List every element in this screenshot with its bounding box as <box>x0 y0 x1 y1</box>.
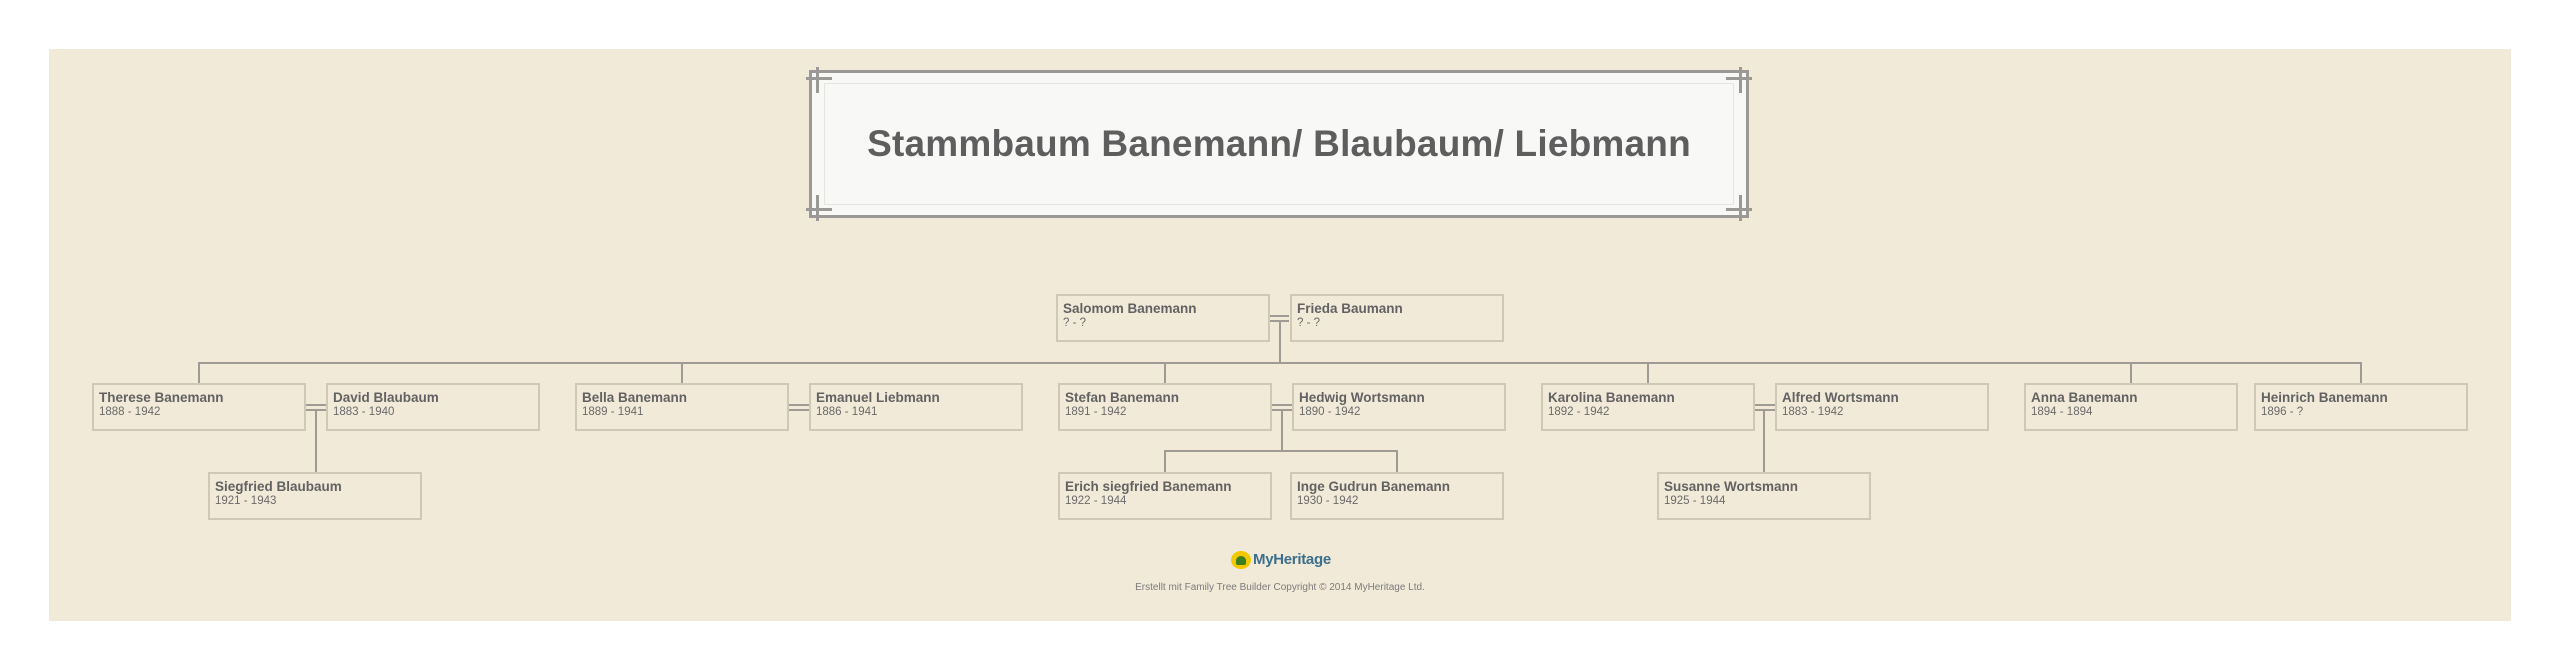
person-dates: 1894 - 1894 <box>2031 406 2093 418</box>
sibling-line <box>1164 450 1397 452</box>
descent-line <box>315 410 317 472</box>
person-card-frieda-baumann[interactable]: Frieda Baumann ? - ? <box>1290 294 1504 342</box>
person-dates: 1922 - 1944 <box>1065 495 1127 507</box>
person-card-therese-banemann[interactable]: Therese Banemann 1888 - 1942 <box>92 383 306 431</box>
couple-connector <box>1270 315 1289 317</box>
person-dates: ? - ? <box>1063 317 1087 329</box>
person-card-inge-gudrun-banemann[interactable]: Inge Gudrun Banemann 1930 - 1942 <box>1290 472 1504 520</box>
couple-connector <box>789 409 809 411</box>
person-card-emanuel-liebmann[interactable]: Emanuel Liebmann 1886 - 1941 <box>809 383 1023 431</box>
person-card-david-blaubaum[interactable]: David Blaubaum 1883 - 1940 <box>326 383 540 431</box>
person-dates: 1888 - 1942 <box>99 406 161 418</box>
person-name: Inge Gudrun Banemann <box>1297 479 1451 494</box>
frame-corner-ornament <box>806 67 832 93</box>
frame-corner-ornament <box>806 195 832 221</box>
descent-line <box>1279 321 1281 363</box>
person-dates: 1925 - 1944 <box>1664 495 1726 507</box>
person-dates: 1921 - 1943 <box>215 495 277 507</box>
person-card-salomom-banemann[interactable]: Salomom Banemann ? - ? <box>1056 294 1270 342</box>
frame-corner-ornament <box>1726 67 1752 93</box>
person-card-karolina-banemann[interactable]: Karolina Banemann 1892 - 1942 <box>1541 383 1755 431</box>
person-dates: 1889 - 1941 <box>582 406 644 418</box>
descent-line <box>1763 410 1765 472</box>
person-dates: 1896 - ? <box>2261 406 2304 418</box>
person-card-hedwig-wortsmann[interactable]: Hedwig Wortsmann 1890 - 1942 <box>1292 383 1506 431</box>
couple-connector <box>789 404 809 406</box>
couple-connector <box>306 404 326 406</box>
title-inner-border <box>824 83 1734 205</box>
copyright-text: Erstellt mit Family Tree Builder Copyrig… <box>1135 582 1425 593</box>
person-card-erich-siegfried-banemann[interactable]: Erich siegfried Banemann 1922 - 1944 <box>1058 472 1272 520</box>
child-drop-line <box>1164 362 1166 384</box>
child-drop-line <box>198 362 200 384</box>
person-dates: 1891 - 1942 <box>1065 406 1127 418</box>
person-card-alfred-wortsmann[interactable]: Alfred Wortsmann 1883 - 1942 <box>1775 383 1989 431</box>
person-name: Erich siegfried Banemann <box>1065 479 1232 494</box>
person-dates: 1930 - 1942 <box>1297 495 1359 507</box>
child-drop-line <box>1396 450 1398 472</box>
person-name: Siegfried Blaubaum <box>215 479 342 494</box>
person-name: Emanuel Liebmann <box>816 390 940 405</box>
person-dates: 1883 - 1940 <box>333 406 395 418</box>
person-name: Therese Banemann <box>99 390 224 405</box>
descent-line <box>1281 410 1283 451</box>
person-card-stefan-banemann[interactable]: Stefan Banemann 1891 - 1942 <box>1058 383 1272 431</box>
person-card-heinrich-banemann[interactable]: Heinrich Banemann 1896 - ? <box>2254 383 2468 431</box>
person-card-bella-banemann[interactable]: Bella Banemann 1889 - 1941 <box>575 383 789 431</box>
couple-connector <box>1755 409 1775 411</box>
child-drop-line <box>1164 450 1166 472</box>
person-name: Susanne Wortsmann <box>1664 479 1799 494</box>
sibling-line <box>198 362 2362 364</box>
person-name: David Blaubaum <box>333 390 439 405</box>
person-name: Hedwig Wortsmann <box>1299 390 1425 405</box>
child-drop-line <box>2360 362 2362 384</box>
child-drop-line <box>681 362 683 384</box>
person-card-susanne-wortsmann[interactable]: Susanne Wortsmann 1925 - 1944 <box>1657 472 1871 520</box>
title-frame: Stammbaum Banemann/ Blaubaum/ Liebmann <box>806 67 1752 221</box>
child-drop-line <box>2130 362 2132 384</box>
logo-wordmark: MyHeritage <box>1253 551 1331 568</box>
person-dates: 1883 - 1942 <box>1782 406 1844 418</box>
couple-connector <box>1755 404 1775 406</box>
person-name: Salomom Banemann <box>1063 301 1197 316</box>
person-name: Alfred Wortsmann <box>1782 390 1899 405</box>
person-name: Karolina Banemann <box>1548 390 1675 405</box>
person-name: Heinrich Banemann <box>2261 390 2388 405</box>
person-dates: 1892 - 1942 <box>1548 406 1610 418</box>
person-card-siegfried-blaubaum[interactable]: Siegfried Blaubaum 1921 - 1943 <box>208 472 422 520</box>
person-dates: 1886 - 1941 <box>816 406 878 418</box>
person-name: Bella Banemann <box>582 390 688 405</box>
person-card-anna-banemann[interactable]: Anna Banemann 1894 - 1894 <box>2024 383 2238 431</box>
person-name: Anna Banemann <box>2031 390 2138 405</box>
myheritage-tree-icon <box>1231 551 1251 569</box>
frame-corner-ornament <box>1726 195 1752 221</box>
person-name: Frieda Baumann <box>1297 301 1403 316</box>
person-dates: ? - ? <box>1297 317 1321 329</box>
couple-connector <box>1272 404 1292 406</box>
tree-title: Stammbaum Banemann/ Blaubaum/ Liebmann <box>867 123 1691 164</box>
child-drop-line <box>1647 362 1649 384</box>
person-dates: 1890 - 1942 <box>1299 406 1361 418</box>
person-name: Stefan Banemann <box>1065 390 1180 405</box>
